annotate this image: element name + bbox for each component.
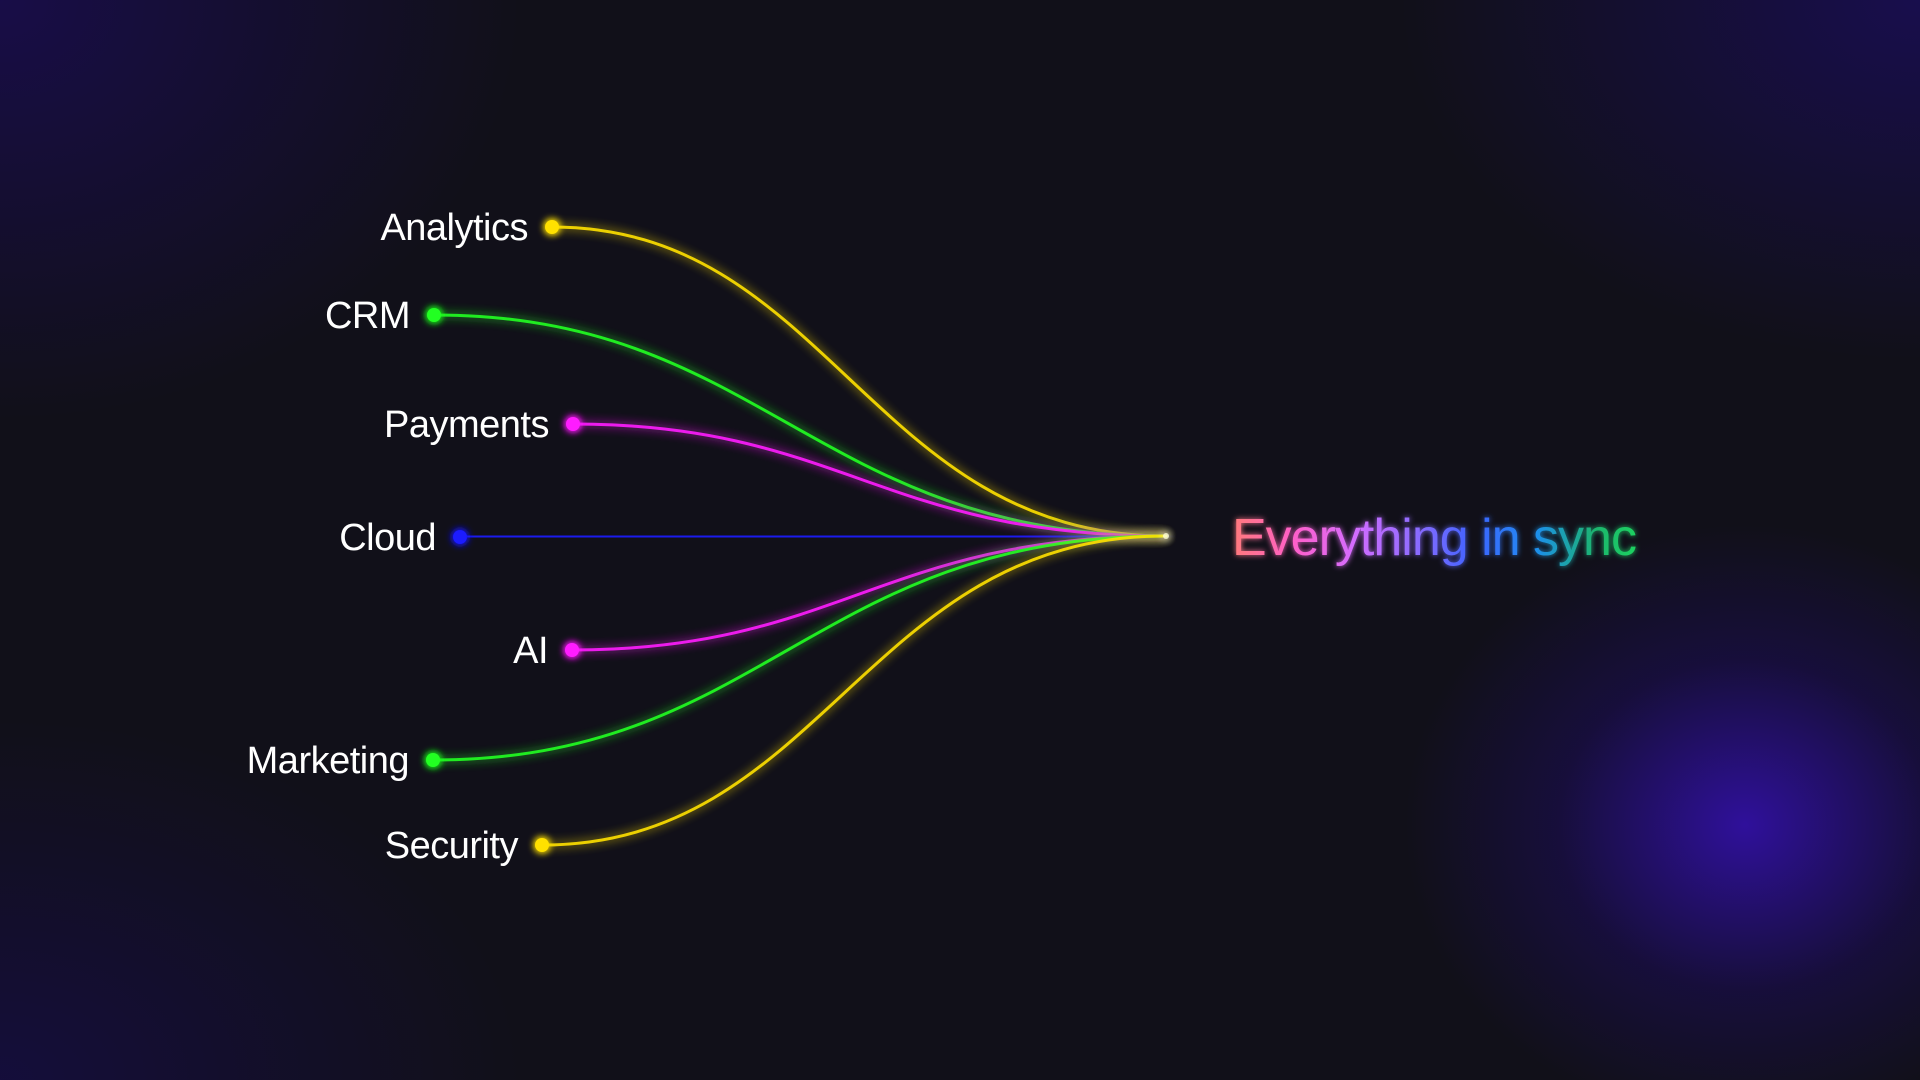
diagram-title: Everything in sync [1232,509,1636,567]
connector-analytics [550,225,1168,538]
node-dot-payments [566,417,580,431]
connector-payments [571,422,1168,538]
hub-point [1163,533,1169,539]
node-dot-ai [565,643,579,657]
connector-ai [570,534,1168,652]
connector-cloud [458,534,1168,539]
node-dot-marketing [426,753,440,767]
node-label-ai: AI [513,630,548,672]
connector-security [540,534,1168,847]
node-label-payments: Payments [384,404,549,446]
node-label-cloud: Cloud [339,517,436,559]
node-dot-security [535,838,549,852]
node-label-analytics: Analytics [380,207,528,249]
connector-crm [432,313,1168,538]
node-dot-cloud [453,530,467,544]
node-dot-crm [427,308,441,322]
node-label-security: Security [385,825,519,867]
node-label-crm: CRM [325,295,410,337]
connector-marketing [431,534,1168,762]
node-label-marketing: Marketing [247,740,409,782]
connector-lines [431,225,1168,847]
node-dot-analytics [545,220,559,234]
